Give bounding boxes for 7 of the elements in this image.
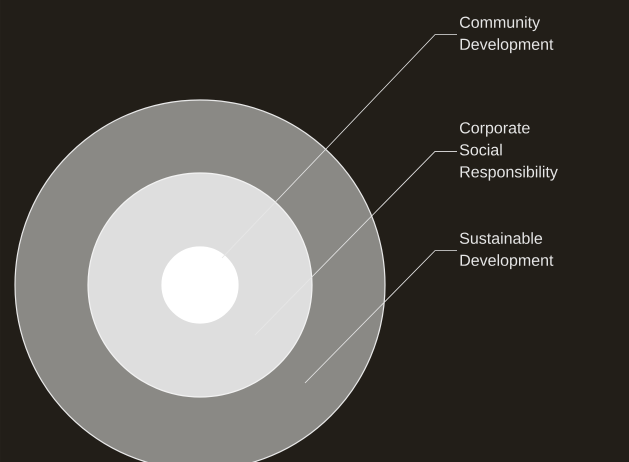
- label-text: Community Development: [460, 16, 554, 54]
- label-text: Sustainable Development: [460, 232, 554, 270]
- leader-line: [304, 250, 458, 384]
- leader-line: [222, 34, 458, 258]
- center-circle: [161, 246, 239, 324]
- leader-line: [254, 151, 458, 336]
- label-text: Corporate Social Responsibility: [460, 122, 558, 181]
